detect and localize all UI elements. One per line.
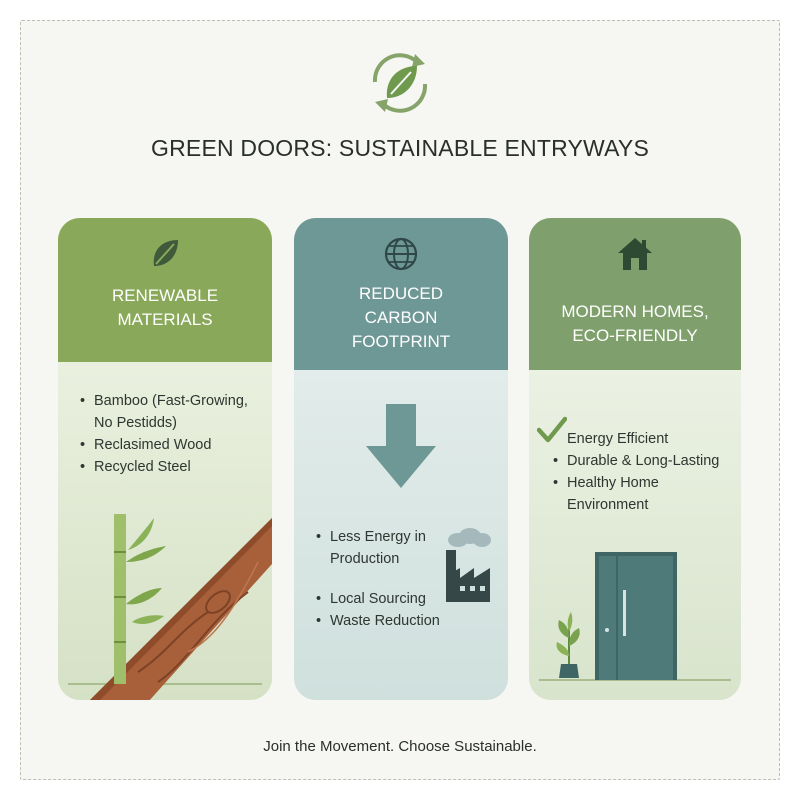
- card-title-line: ECO-FRIENDLY: [572, 326, 698, 345]
- down-arrow-icon: [366, 404, 436, 488]
- list-item: Reclasimed Wood: [80, 434, 248, 456]
- factory-icon: [446, 528, 491, 602]
- list-item: Less Energy in: [316, 526, 426, 548]
- card-reduced-carbon-footprint: REDUCED CARBON FOOTPRINT Less Energy in …: [294, 218, 508, 700]
- homes-list: Energy Efficient Durable & Long-Lasting …: [553, 428, 741, 516]
- card-header: MODERN HOMES, ECO-FRIENDLY: [529, 218, 741, 370]
- card-title-line: MODERN HOMES,: [561, 302, 709, 321]
- door-illustration: [539, 552, 731, 681]
- list-item: Recycled Steel: [80, 456, 248, 478]
- card-header: REDUCED CARBON FOOTPRINT: [294, 218, 508, 370]
- bamboo-wood-illustration: [68, 514, 272, 700]
- list-item: Healthy Home Environment: [553, 472, 741, 516]
- card-title-line: CARBON: [364, 308, 438, 327]
- list-item: Production: [330, 551, 400, 567]
- recycle-leaf-logo-icon: [355, 48, 445, 118]
- card-body: Bamboo (Fast-Growing, No Pestidds) Recla…: [58, 362, 272, 700]
- list-item: Bamboo (Fast-Growing,: [80, 390, 248, 412]
- checkmark-icon: [537, 416, 567, 443]
- main-title: GREEN DOORS: SUSTAINABLE ENTRYWAYS: [151, 135, 649, 161]
- list-item: Energy Efficient: [567, 431, 669, 447]
- list-item: No Pestidds): [94, 415, 178, 431]
- list-item: Local Sourcing: [316, 588, 440, 610]
- card-body: Energy Efficient Durable & Long-Lasting …: [529, 370, 741, 700]
- list-item: Durable & Long-Lasting: [553, 450, 741, 472]
- footer-tagline: Join the Movement. Choose Sustainable.: [263, 738, 537, 755]
- house-icon: [529, 236, 741, 272]
- card-body: Less Energy in Production Local Sourcing…: [294, 370, 508, 700]
- card-title-line: FOOTPRINT: [351, 332, 451, 351]
- leaf-icon: [58, 236, 272, 272]
- card-renewable-materials: RENEWABLE MATERIALS Bamboo (Fast-Growing…: [58, 218, 272, 700]
- card-modern-homes-eco-friendly: MODERN HOMES, ECO-FRIENDLY Energy Effici…: [529, 218, 741, 700]
- carbon-list: Less Energy in Production: [316, 526, 426, 570]
- globe-icon: [294, 236, 508, 272]
- materials-list: Bamboo (Fast-Growing, No Pestidds) Recla…: [80, 390, 248, 478]
- carbon-list-2: Local Sourcing Waste Reduction: [316, 588, 440, 632]
- list-item: Waste Reduction: [316, 610, 440, 632]
- card-title-line: REDUCED: [358, 284, 444, 303]
- card-title-line: MATERIALS: [117, 310, 213, 329]
- card-title-line: RENEWABLE: [111, 286, 219, 305]
- card-header: RENEWABLE MATERIALS: [58, 218, 272, 362]
